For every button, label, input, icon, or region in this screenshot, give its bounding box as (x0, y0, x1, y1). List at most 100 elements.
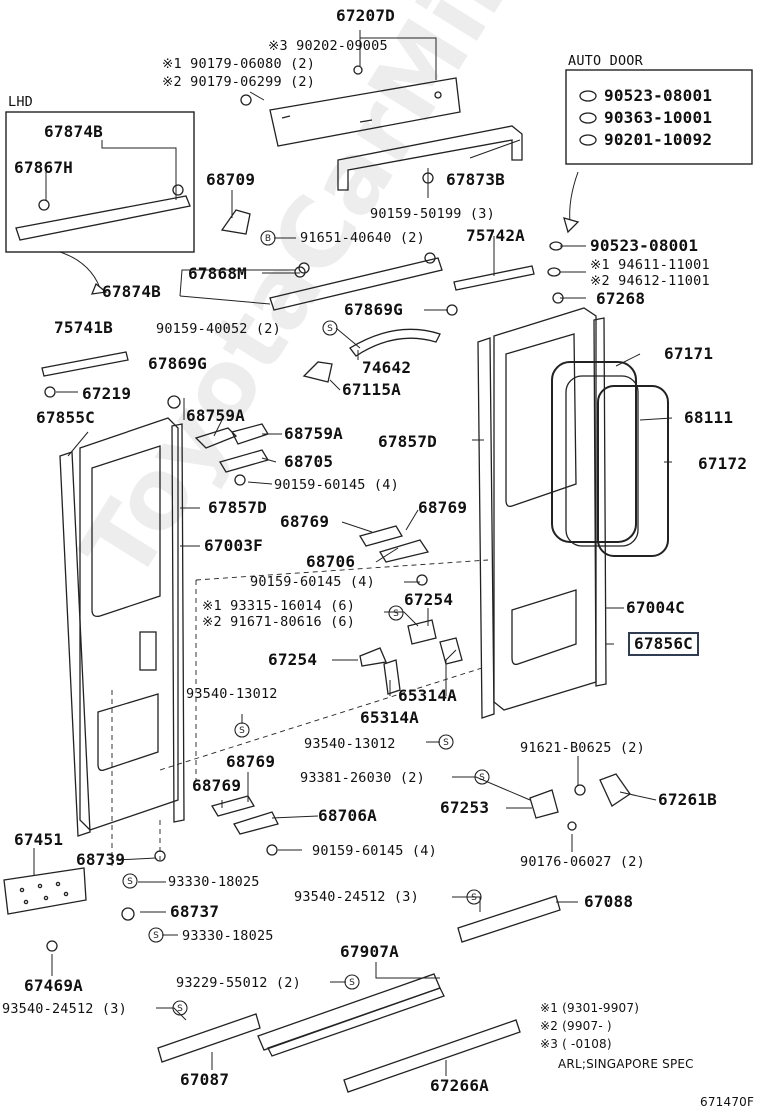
label-68739: 68739 (76, 850, 126, 869)
label-90176: 90176-06027 (2) (520, 854, 645, 870)
handle-74642 (349, 328, 441, 357)
rail-67874B (269, 257, 443, 311)
label-90159-50199: 90159-50199 (3) (370, 206, 495, 222)
label-90523-b: 90523-08001 (590, 236, 699, 255)
label-65314A-b: 65314A (360, 708, 419, 727)
label-93540-24512-b: 93540-24512 (3) (2, 1001, 127, 1017)
auto-door-part-3: 90201-10092 (604, 130, 713, 149)
svg-text:S: S (393, 609, 399, 619)
label-67172: 67172 (698, 454, 748, 473)
label-93540-24512-a: 93540-24512 (3) (294, 889, 419, 905)
label-93330-a: 93330-18025 (168, 874, 260, 890)
label-68706A: 68706A (318, 806, 377, 825)
plate-67451 (3, 867, 87, 915)
right-door-panel (493, 307, 597, 711)
label-67874B-lhd: 67874B (44, 122, 103, 141)
label-67869G-a: 67869G (344, 300, 403, 319)
label-68709: 68709 (206, 170, 256, 189)
label-67261B: 67261B (658, 790, 717, 809)
svg-text:S: S (327, 324, 333, 334)
lhd-title: LHD (8, 94, 33, 110)
svg-text:S: S (479, 773, 485, 783)
strip-67855C (59, 451, 91, 837)
label-67004C: 67004C (626, 598, 685, 617)
figure-number: 671470F (700, 1095, 755, 1109)
label-67207D: 67207D (336, 6, 395, 25)
note-1: ※1 (9301-9907) (540, 1001, 640, 1015)
note-4: ARL;SINGAPORE SPEC (558, 1057, 694, 1071)
rail-67857D-right (477, 337, 495, 719)
svg-text:S: S (349, 978, 355, 988)
label-94611: ※1 94611-11001 (590, 257, 710, 273)
label-67254-b: 67254 (268, 650, 318, 669)
label-90159-60145-c: 90159-60145 (4) (312, 843, 437, 859)
sill-67266A (343, 1019, 521, 1093)
left-door-panel (79, 417, 179, 831)
label-91651: 91651-40640 (2) (300, 230, 425, 246)
label-67219: 67219 (82, 384, 132, 403)
label-90179-a: ※1 90179-06080 (2) (162, 56, 316, 72)
svg-text:S: S (127, 877, 133, 887)
label-68705: 68705 (284, 452, 334, 471)
label-93315: ※1 93315-16014 (6) (202, 598, 356, 614)
label-93330-b: 93330-18025 (182, 928, 274, 944)
label-67855C: 67855C (36, 408, 95, 427)
label-90202: ※3 90202-09005 (268, 38, 388, 54)
label-93229: 93229-55012 (2) (176, 975, 301, 991)
label-67266A: 67266A (430, 1076, 489, 1095)
label-65314A-a: 65314A (398, 686, 457, 705)
label-94612: ※2 94612-11001 (590, 273, 710, 289)
label-68737: 68737 (170, 902, 220, 921)
label-67115A: 67115A (342, 380, 401, 399)
label-74642: 74642 (362, 358, 412, 377)
auto-door-box (565, 69, 753, 165)
label-68759A-1: 68759A (186, 406, 245, 425)
auto-door-part-1: 90523-08001 (604, 86, 713, 105)
label-90159-60145-a: 90159-60145 (4) (274, 477, 399, 493)
strip-75741B (41, 351, 129, 377)
label-90179-b: ※2 90179-06299 (2) (162, 74, 316, 90)
rail-67873B (337, 125, 523, 191)
note-2: ※2 (9907- ) (540, 1019, 612, 1033)
label-68769-a: 68769 (280, 512, 330, 531)
svg-text:B: B (265, 234, 271, 244)
note-3: ※3 ( -0108) (540, 1037, 612, 1051)
label-67087: 67087 (180, 1070, 230, 1089)
label-67907A: 67907A (340, 942, 399, 961)
panel-67207D (269, 77, 461, 147)
frame-67172 (597, 385, 669, 557)
sill-67088 (457, 895, 561, 943)
label-68759A-2: 68759A (284, 424, 343, 443)
window-67171 (551, 361, 637, 543)
label-91671: ※2 91671-80616 (6) (202, 614, 356, 630)
label-90159-60145-b: 90159-60145 (4) (250, 574, 375, 590)
label-93540-13012-b: 93540-13012 (304, 736, 396, 752)
label-67867H: 67867H (14, 158, 73, 177)
label-75741B: 75741B (54, 318, 113, 337)
label-68706: 68706 (306, 552, 356, 571)
label-68769-b: 68769 (418, 498, 468, 517)
label-67873B: 67873B (446, 170, 505, 189)
label-67253: 67253 (440, 798, 490, 817)
label-68769-d: 68769 (192, 776, 242, 795)
label-67856C-highlighted: 67856C (628, 632, 699, 656)
label-68111: 68111 (684, 408, 734, 427)
label-67874B: 67874B (102, 282, 161, 301)
svg-text:S: S (471, 893, 477, 903)
label-67268: 67268 (596, 289, 646, 308)
auto-door-title: AUTO DOOR (568, 53, 643, 69)
label-67003F: 67003F (204, 536, 263, 555)
lhd-box (5, 111, 195, 253)
label-67254-a: 67254 (404, 590, 454, 609)
label-90159-40052: 90159-40052 (2) (156, 321, 281, 337)
label-91621: 91621-B0625 (2) (520, 740, 645, 756)
label-67469A: 67469A (24, 976, 83, 995)
rail-lhd (15, 195, 191, 241)
label-93540-13012-a: 93540-13012 (186, 686, 278, 702)
label-67857D-right: 67857D (378, 432, 437, 451)
label-67088: 67088 (584, 892, 634, 911)
label-68769-c: 68769 (226, 752, 276, 771)
label-67868M: 67868M (188, 264, 247, 283)
